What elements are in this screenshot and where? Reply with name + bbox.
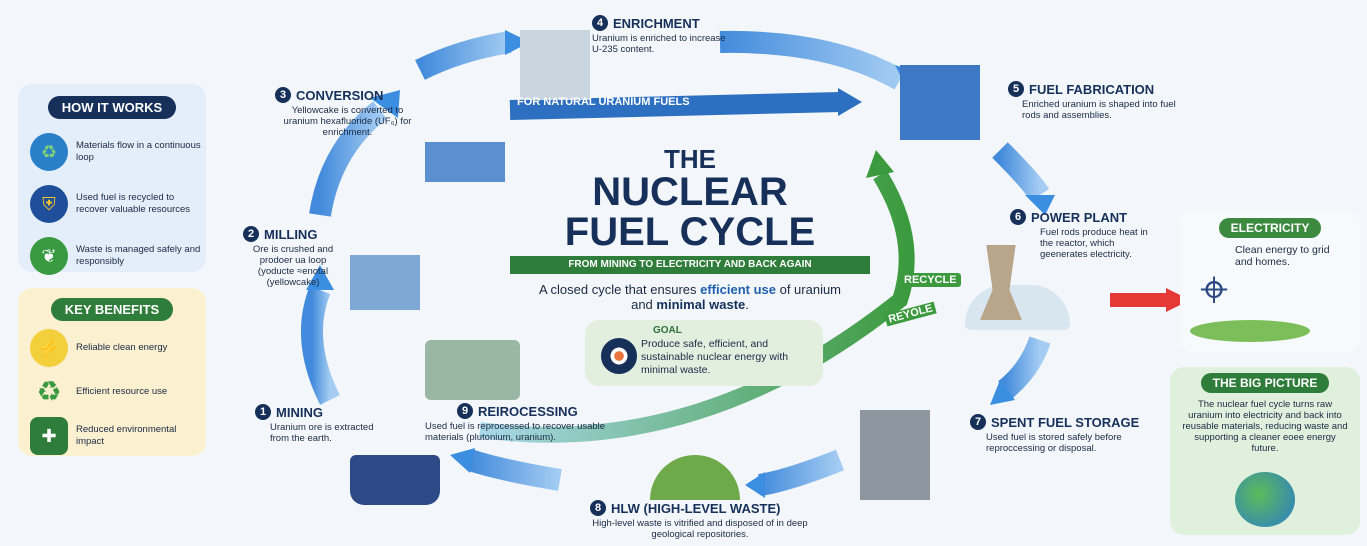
reactor-illustration	[965, 285, 1070, 330]
power-pylon-icon: ⌖	[1200, 261, 1229, 317]
arrow-mining-to-milling	[301, 285, 340, 405]
list-item: ⚡Reliable clean energy	[30, 329, 206, 367]
ore-cart-illustration	[350, 455, 440, 505]
conversion-plant-illustration	[425, 142, 505, 182]
target-icon	[601, 338, 637, 374]
recycle-arrow	[478, 170, 915, 443]
fabrication-plant-illustration	[900, 65, 980, 140]
subtitle-banner: FROM MINING TO ELECTRICITY AND BACK AGAI…	[510, 256, 870, 274]
enrichment-plant-illustration	[520, 30, 590, 100]
tagline: A closed cycle that ensures efficient us…	[538, 282, 842, 312]
arrow-fabrication-to-plant	[992, 142, 1050, 202]
page-title: THE NUCLEAR FUEL CYCLE	[564, 144, 816, 254]
arrow-storage-to-hlw	[758, 449, 845, 496]
key-benefits-heading: KEY BENEFITS	[50, 298, 174, 321]
mill-illustration	[350, 255, 420, 310]
leaf-icon: ❦	[30, 237, 68, 275]
arrow-conversion-to-enrichment	[415, 31, 512, 80]
list-item: ♻Materials flow in a continuous loop	[30, 133, 206, 171]
recycle-label: RECYCLE	[900, 273, 961, 287]
natural-uranium-arrow	[509, 92, 841, 120]
arrow-milling-to-conversion	[309, 101, 388, 217]
key-benefits-panel: KEY BENEFITS ⚡Reliable clean energy ♻Eff…	[18, 288, 206, 456]
recycle-icon: ♻	[36, 376, 62, 407]
how-it-works-panel: HOW IT WORKS ♻Materials flow in a contin…	[18, 84, 206, 275]
arrow-plant-to-storage	[997, 336, 1051, 399]
shield-icon: ⛨	[30, 185, 68, 223]
list-item: ♻Efficient resource use	[30, 373, 206, 411]
eco-shield-icon: ✚	[30, 417, 68, 455]
electricity-heading: ELECTRICITY	[1218, 218, 1322, 238]
storage-building-illustration	[860, 410, 930, 500]
grass-illustration	[1190, 320, 1310, 342]
list-item: ⛨Used fuel is recycled to recover valuab…	[30, 185, 206, 223]
reprocessing-plant-illustration	[425, 340, 520, 400]
arrow-enrichment-to-fabrication	[719, 30, 906, 90]
recycle-loop-icon: ♻	[30, 133, 68, 171]
list-item: ✚Reduced environmental impact	[30, 417, 206, 455]
goal-box: GOAL Produce safe, efficient, and sustai…	[585, 320, 823, 386]
how-it-works-heading: HOW IT WORKS	[47, 96, 177, 119]
big-picture-panel: THE BIG PICTURE The nuclear fuel cycle t…	[1170, 367, 1360, 535]
electricity-panel: ELECTRICITY Clean energy to grid and hom…	[1180, 210, 1360, 352]
lightning-icon: ⚡	[30, 329, 68, 367]
natural-uranium-label: FOR NATURAL URANIUM FUELS	[517, 96, 690, 108]
list-item: ❦Waste is managed safely and responsibly	[30, 237, 206, 275]
big-picture-heading: THE BIG PICTURE	[1200, 373, 1330, 393]
globe-icon	[1235, 472, 1295, 527]
arrow-hlw-to-mining	[466, 449, 562, 491]
